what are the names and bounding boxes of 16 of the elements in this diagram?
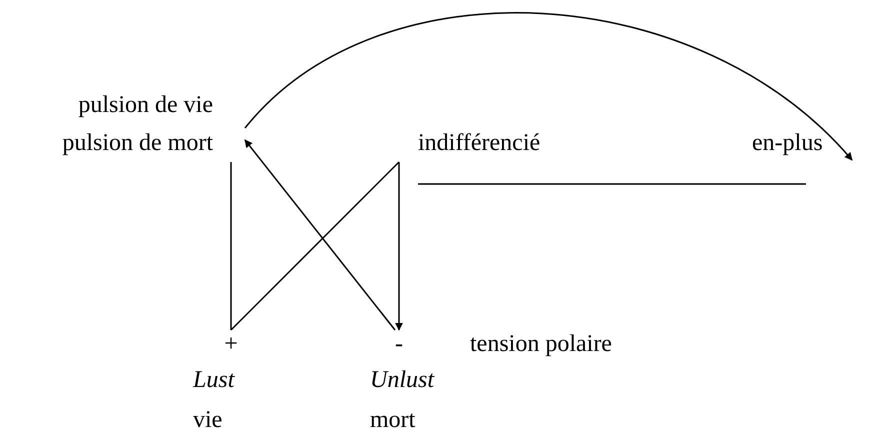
node-text: pulsion de vie bbox=[78, 91, 213, 120]
node-text: - bbox=[395, 330, 403, 358]
node-text: + bbox=[224, 330, 238, 358]
side-label: Unlust bbox=[370, 366, 434, 394]
side-label: mort bbox=[370, 406, 416, 434]
arrow bbox=[395, 162, 403, 331]
arrow bbox=[244, 12, 853, 161]
node-text: pulsion de mort bbox=[62, 129, 213, 158]
side-label: vie bbox=[193, 406, 222, 434]
node-text: en-plus bbox=[752, 129, 823, 158]
arrow bbox=[244, 139, 396, 330]
node-text: indifférencié bbox=[418, 129, 540, 158]
connector-line bbox=[230, 162, 232, 330]
side-label: Lust bbox=[193, 366, 234, 394]
connector-line bbox=[230, 161, 400, 331]
annotation-label: tension polaire bbox=[470, 330, 612, 358]
